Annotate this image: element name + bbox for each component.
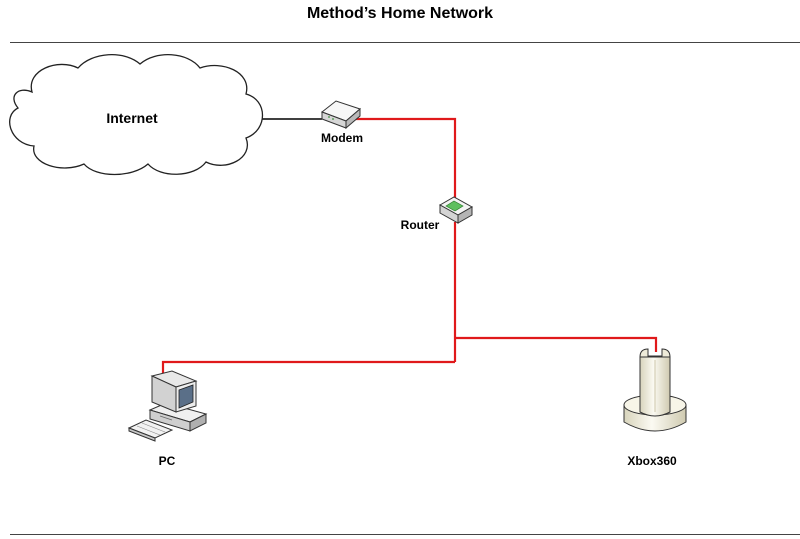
modem-icon (320, 100, 361, 130)
router-pc-link (161, 360, 455, 380)
router-label: Router (401, 218, 440, 232)
router-xbox-link (455, 336, 658, 352)
xbox360-console-icon (623, 348, 687, 432)
desktop-computer-icon (127, 370, 208, 442)
diagram-title: Method’s Home Network (306, 5, 494, 22)
xbox360-label: Xbox360 (627, 454, 677, 468)
modem-router-link (352, 117, 457, 210)
router-icon (438, 196, 474, 224)
internet-label: Internet (106, 110, 158, 126)
pc-label: PC (159, 454, 176, 468)
top-divider (10, 42, 800, 43)
modem-label: Modem (321, 131, 363, 145)
bottom-divider (10, 534, 800, 535)
cloud-icon (9, 53, 263, 176)
